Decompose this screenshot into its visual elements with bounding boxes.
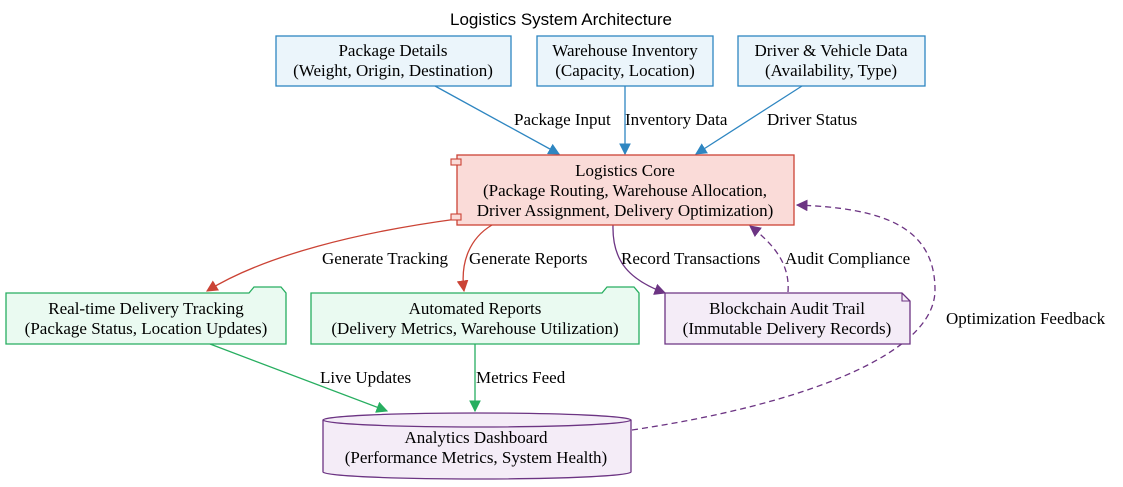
node-package-details-detail: (Weight, Origin, Destination) bbox=[293, 61, 493, 80]
node-logistics-core-detail-1: (Package Routing, Warehouse Allocation, bbox=[483, 181, 767, 200]
node-delivery-tracking: Real-time Delivery Tracking (Package Sta… bbox=[5, 286, 287, 345]
node-driver-vehicle-title: Driver & Vehicle Data bbox=[754, 41, 908, 60]
edge-live-updates bbox=[209, 343, 389, 413]
node-warehouse-inventory: Warehouse Inventory (Capacity, Location) bbox=[536, 35, 714, 87]
node-delivery-tracking-title: Real-time Delivery Tracking bbox=[48, 299, 244, 318]
node-blockchain-audit: Blockchain Audit Trail (Immutable Delive… bbox=[664, 292, 911, 345]
edge-audit-compliance bbox=[749, 225, 789, 293]
node-analytics-dashboard-detail: (Performance Metrics, System Health) bbox=[345, 448, 607, 467]
component-tab-bottom-icon bbox=[450, 213, 462, 221]
node-automated-reports: Automated Reports (Delivery Metrics, War… bbox=[310, 286, 640, 345]
edge-label-inventory-data: Inventory Data bbox=[625, 110, 728, 129]
node-blockchain-audit-detail: (Immutable Delivery Records) bbox=[683, 319, 892, 338]
node-analytics-dashboard-title: Analytics Dashboard bbox=[404, 428, 548, 447]
edge-label-generate-reports: Generate Reports bbox=[469, 249, 587, 268]
node-automated-reports-detail: (Delivery Metrics, Warehouse Utilization… bbox=[331, 319, 618, 338]
node-automated-reports-title: Automated Reports bbox=[409, 299, 542, 318]
edge-label-optimization-feedback: Optimization Feedback bbox=[946, 309, 1106, 328]
node-package-details-title: Package Details bbox=[338, 41, 447, 60]
node-logistics-core-detail-2: Driver Assignment, Delivery Optimization… bbox=[477, 201, 774, 220]
edge-optimization-feedback bbox=[631, 199, 936, 431]
edge-label-package-input: Package Input bbox=[514, 110, 611, 129]
edge-label-audit-compliance: Audit Compliance bbox=[785, 249, 910, 268]
edge-label-driver-status: Driver Status bbox=[767, 110, 857, 129]
edge-driver-status bbox=[695, 85, 803, 155]
component-tab-top-icon bbox=[450, 158, 462, 166]
node-blockchain-audit-title: Blockchain Audit Trail bbox=[709, 299, 865, 318]
edge-label-live-updates: Live Updates bbox=[320, 368, 411, 387]
edge-label-generate-tracking: Generate Tracking bbox=[322, 249, 449, 268]
node-logistics-core: Logistics Core (Package Routing, Warehou… bbox=[450, 154, 795, 226]
node-driver-vehicle-data: Driver & Vehicle Data (Availability, Typ… bbox=[737, 35, 926, 87]
edge-label-metrics-feed: Metrics Feed bbox=[476, 368, 566, 387]
edge-generate-reports bbox=[456, 224, 493, 293]
node-warehouse-inventory-title: Warehouse Inventory bbox=[552, 41, 698, 60]
node-logistics-core-title: Logistics Core bbox=[575, 161, 675, 180]
edge-record-transactions bbox=[612, 224, 667, 295]
node-warehouse-inventory-detail: (Capacity, Location) bbox=[555, 61, 695, 80]
edge-package-input bbox=[434, 85, 561, 155]
edge-generate-tracking bbox=[206, 218, 458, 292]
diagram-title: Logistics System Architecture bbox=[450, 10, 672, 29]
edge-label-record-transactions: Record Transactions bbox=[621, 249, 760, 268]
node-driver-vehicle-detail: (Availability, Type) bbox=[765, 61, 897, 80]
node-delivery-tracking-detail: (Package Status, Location Updates) bbox=[25, 319, 268, 338]
node-package-details: Package Details (Weight, Origin, Destina… bbox=[275, 35, 512, 87]
node-analytics-dashboard: Analytics Dashboard (Performance Metrics… bbox=[322, 412, 632, 480]
